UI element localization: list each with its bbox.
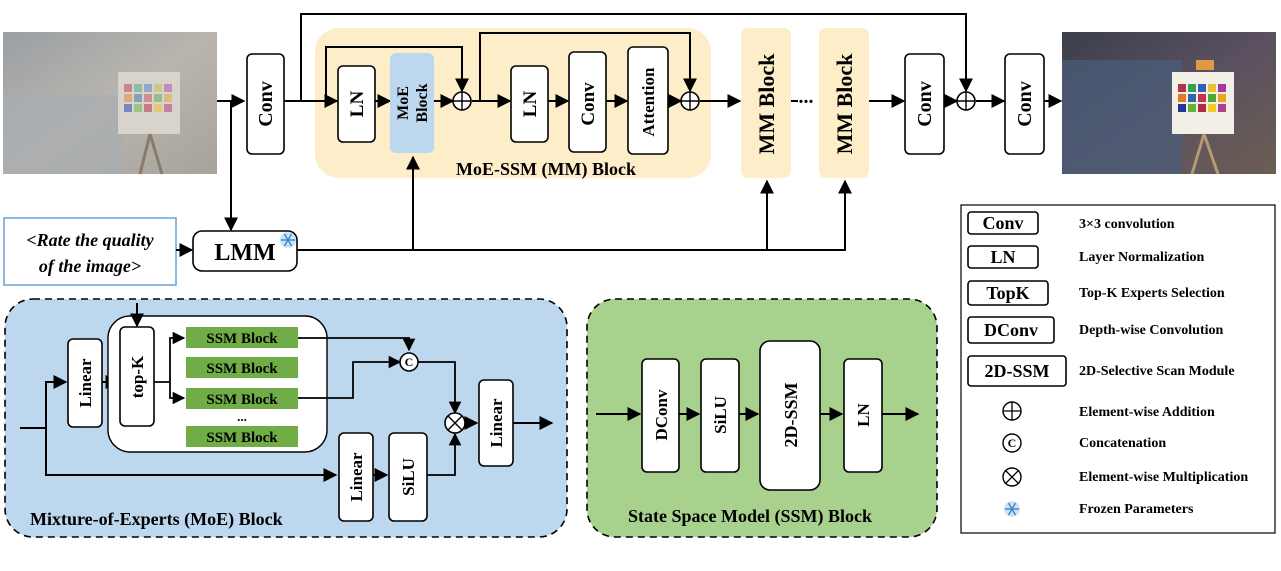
legend-key-ln: LN: [990, 247, 1015, 267]
ssm-block-2: [186, 357, 298, 378]
legend-desc-concat: Concatenation: [1079, 436, 1166, 451]
mm-block-a: [741, 28, 791, 178]
ssm-block-label-4: SSM Block: [206, 430, 278, 446]
conv-input-block: [246, 53, 285, 155]
conv-mid-label: Conv: [578, 82, 599, 126]
topk-label: top-K: [128, 355, 147, 398]
ssm-panel-title: State Space Model (SSM) Block: [628, 506, 872, 527]
prompt-line-1: <Rate the quality: [26, 230, 154, 250]
conv-output-block-2: [1004, 53, 1045, 155]
legend-desc-multiply: Element-wise Multiplication: [1079, 470, 1248, 485]
linear-in-label: Linear: [76, 358, 95, 408]
multiply-circle-icon: [1002, 467, 1022, 487]
legend-desc-dconv: Depth-wise Convolution: [1079, 323, 1224, 338]
dconv-block: [641, 358, 680, 473]
ssm2d-block: [759, 340, 821, 491]
legend-key-conv: Conv: [982, 213, 1023, 233]
mm-block-b-label: MM Block: [832, 53, 857, 155]
legend-key-topk: TopK: [986, 283, 1029, 303]
conv-output-label-1: Conv: [914, 81, 936, 127]
ssm-block-label-3: SSM Block: [206, 392, 278, 408]
legend-desc-ln: Layer Normalization: [1079, 250, 1205, 265]
ssm-block-3: [186, 388, 298, 409]
conv-output-label-2: Conv: [1014, 81, 1036, 127]
moe-block-label-2: Block: [414, 83, 431, 122]
moe-panel-title: Mixture-of-Experts (MoE) Block: [30, 509, 283, 530]
linear-gate-block: [338, 432, 374, 522]
multiply-circle-icon: [444, 412, 466, 434]
ln-label-2: LN: [520, 91, 541, 118]
expert-pool: [107, 315, 328, 453]
snowflake-icon: [279, 231, 297, 249]
conv-output-block-1: [904, 53, 945, 155]
legend-desc-frozen: Frozen Parameters: [1079, 502, 1194, 517]
legend-key-box: [967, 316, 1055, 344]
ssm2d-label: 2D-SSM: [781, 382, 801, 447]
legend-desc-topk: Top-K Experts Selection: [1079, 286, 1225, 301]
legend-key-box: [967, 245, 1039, 269]
mm-block-a-label: MM Block: [754, 53, 779, 155]
legend-desc-2dssm: 2D-Selective Scan Module: [1079, 364, 1235, 379]
plus-circle-icon: [680, 91, 700, 111]
legend-key-dconv: DConv: [984, 320, 1038, 340]
attention-label: Attention: [639, 67, 658, 136]
legend-key-box: [967, 355, 1067, 387]
silu-label-ssm: SiLU: [711, 396, 730, 434]
ln-block-2: [510, 65, 549, 143]
ssm-ellipsis: ...: [237, 409, 247, 424]
ssm-block-label-2: SSM Block: [206, 361, 278, 377]
legend-key-2dssm: 2D-SSM: [984, 361, 1049, 381]
input-image: [3, 32, 217, 175]
legend-desc-add: Element-wise Addition: [1079, 405, 1215, 420]
ssm-block-1: [186, 327, 298, 348]
lmm-label: LMM: [214, 240, 275, 266]
svg-text:C: C: [1008, 436, 1017, 450]
ln-block-1: [337, 65, 376, 143]
ln-label-1: LN: [347, 91, 368, 118]
conv-mid-block: [568, 51, 607, 153]
output-image: [1062, 32, 1276, 175]
moe-block-label-1: MoE: [395, 86, 412, 120]
prompt-line-2: of the image>: [39, 256, 141, 276]
mm-block-b: [819, 28, 869, 178]
linear-gate-label: Linear: [347, 452, 366, 502]
concat-circle-icon: C: [1002, 433, 1022, 453]
concat-circle-icon: C: [399, 352, 419, 372]
silu-label-moe: SiLU: [399, 458, 418, 496]
prompt-box: [3, 217, 177, 286]
legend-key-box: [967, 211, 1039, 235]
linear-out-label: Linear: [487, 398, 506, 448]
conv-input-label: Conv: [255, 81, 277, 127]
silu-block-moe: [388, 432, 428, 522]
ln-label-ssm: LN: [854, 402, 873, 426]
plus-circle-icon: [452, 91, 472, 111]
ln-block-ssm: [843, 358, 883, 473]
topk-block: [119, 326, 155, 427]
plus-circle-icon: [1002, 401, 1022, 421]
mm-block-title: MoE-SSM (MM) Block: [456, 159, 636, 180]
ssm-block-4: [186, 426, 298, 447]
plus-circle-icon: [956, 91, 976, 111]
ssm-block-label-1: SSM Block: [206, 331, 278, 347]
legend-desc-conv: 3×3 convolution: [1079, 217, 1175, 232]
svg-text:C: C: [405, 355, 414, 369]
moe-block: [390, 53, 434, 153]
attention-block: [627, 46, 669, 155]
silu-block-ssm: [700, 358, 740, 473]
dconv-label: DConv: [652, 389, 671, 441]
ellipsis: ...: [799, 86, 814, 108]
snowflake-icon: [1003, 500, 1021, 518]
legend-key-box: [967, 280, 1049, 306]
